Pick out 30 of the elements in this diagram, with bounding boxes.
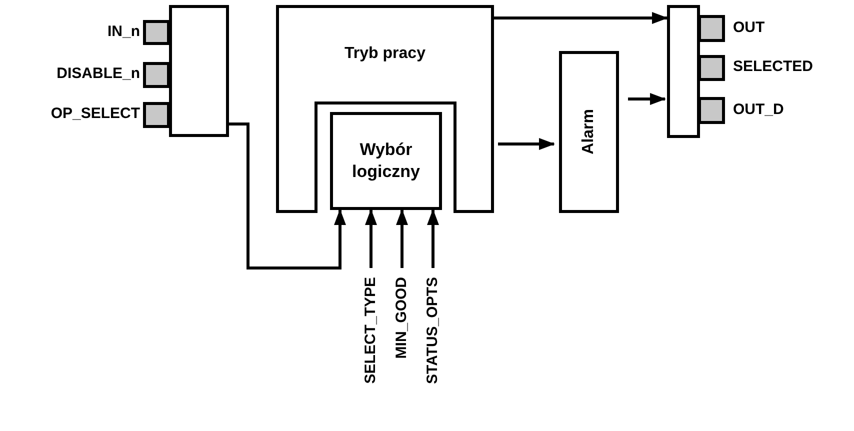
arrow [628,93,666,105]
block-box [169,5,229,137]
port-label: DISABLE_n [56,65,140,83]
port-square [143,20,170,45]
block-box [667,5,700,138]
arrow [229,122,346,270]
arrow [498,138,555,150]
port-square [143,102,170,128]
signal-label: STATUS_OPTS [424,277,442,384]
arrow [365,209,377,268]
port-square [143,62,170,88]
port-square [698,55,725,81]
process-box [330,112,442,210]
arrow [427,209,439,268]
box-text: Alarm [580,109,598,155]
signal-label: MIN_GOOD [393,277,411,359]
port-label: OP_SELECT [50,105,140,123]
block-title: Tryb pracy [344,44,426,64]
port-label: OUT_D [733,100,784,118]
port-square [698,97,725,124]
arrow [396,209,408,268]
port-square [698,15,725,42]
box-text: Wybór logiczny [350,139,421,183]
mode-block-outline [276,5,494,213]
arrow [494,12,668,24]
port-label: SELECTED [733,58,814,76]
port-label: OUT [733,18,765,36]
signal-label: SELECT_TYPE [362,277,380,384]
port-label: IN_n [107,22,140,40]
process-box [559,51,619,213]
